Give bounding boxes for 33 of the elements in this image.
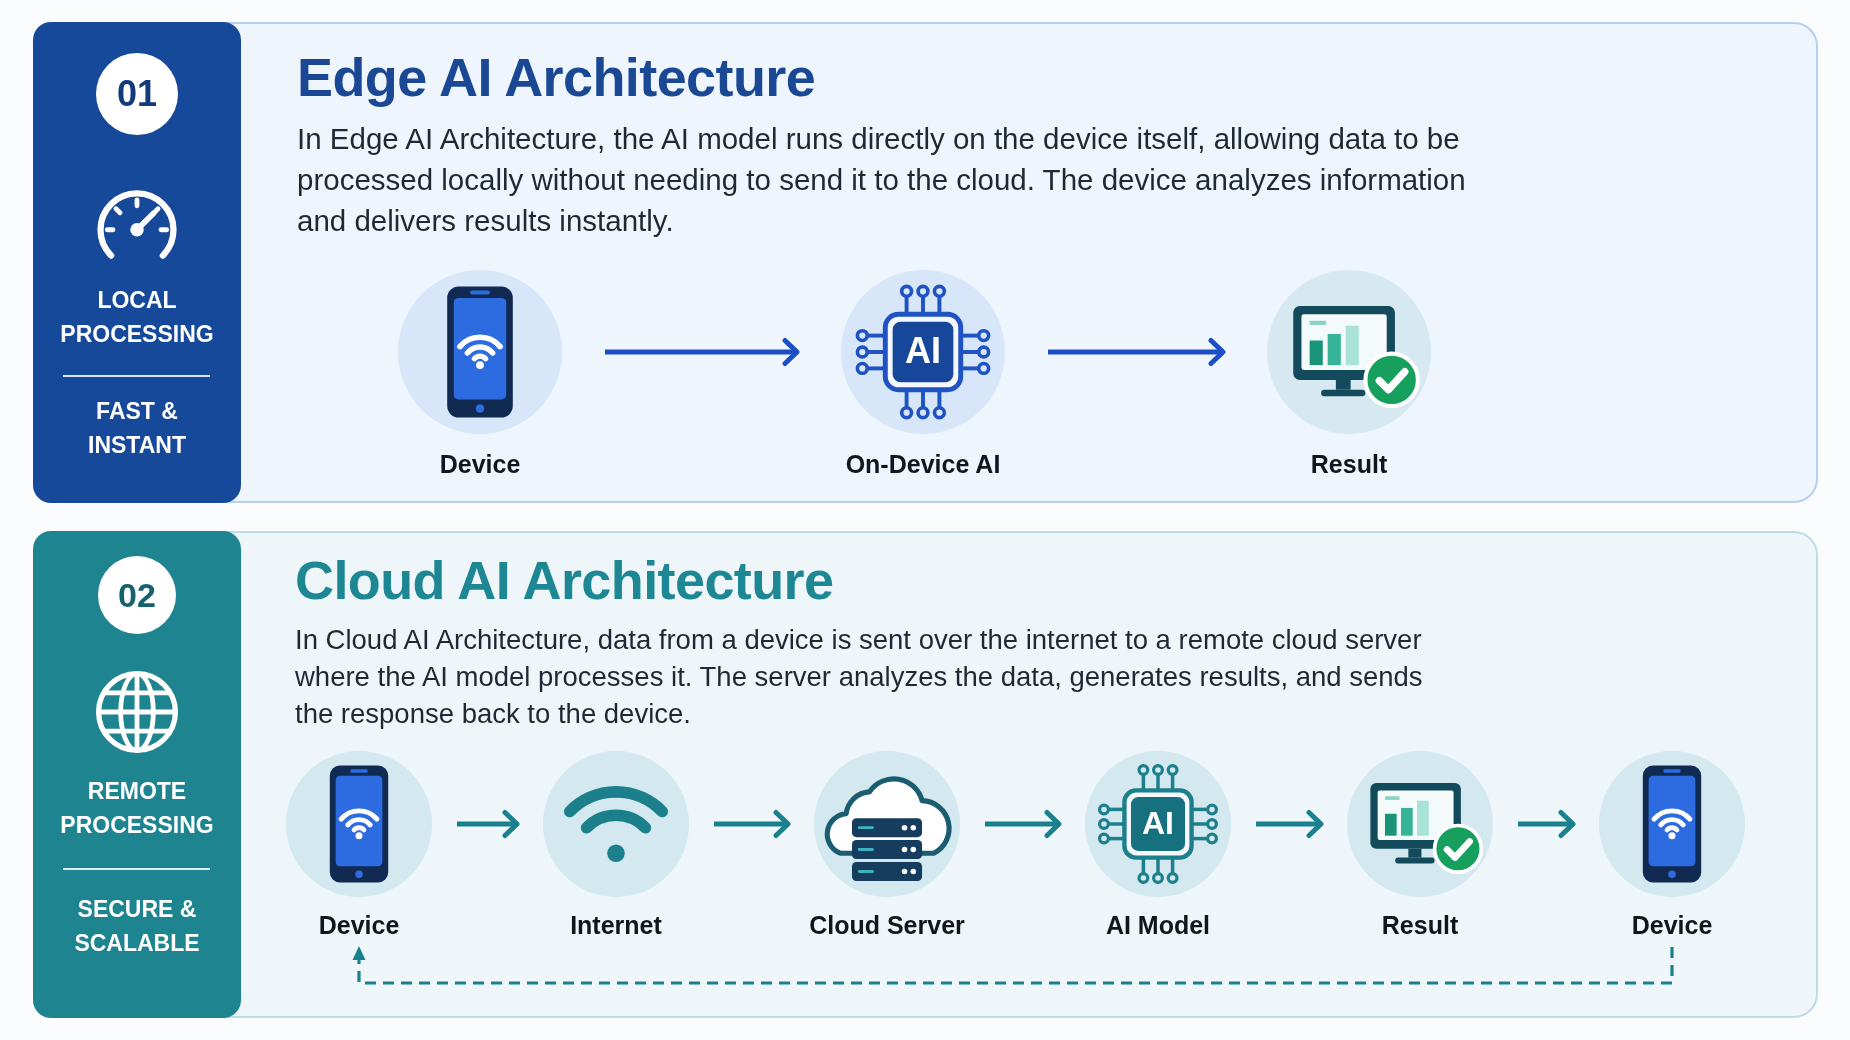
step-label: Device	[1631, 911, 1713, 939]
arrow	[1048, 338, 1226, 366]
step-label: Cloud Server	[809, 911, 965, 939]
arrow	[714, 810, 791, 838]
sidebar-panel	[33, 531, 241, 1018]
section-title: Cloud AI Architecture	[295, 549, 834, 611]
sidebar-heading: LOCAL PROCESSING	[59, 286, 215, 349]
arrow	[457, 810, 520, 838]
step-label: Internet	[570, 911, 662, 939]
sidebar-subheading: FAST & INSTANT	[87, 397, 187, 460]
step-label: On-Device AI	[845, 450, 1001, 478]
step-label: Result	[1381, 911, 1459, 939]
step-label: Result	[1310, 450, 1388, 478]
number-badge: 02	[98, 556, 176, 634]
step-label: AI Model	[1105, 911, 1211, 939]
arrow	[985, 810, 1062, 838]
arrow	[1256, 810, 1324, 838]
chip-label: AI	[905, 333, 941, 370]
number-badge: 01	[96, 53, 178, 135]
dashed-return-arrow	[352, 946, 1674, 985]
sidebar-panel	[33, 22, 241, 503]
section-description: In Edge AI Architecture, the AI model runs directly on the device itself, allowing data to be processed locally without needing to send it to the cloud. The device analyzes information and delivers results instantly.	[297, 121, 1467, 239]
chip-label: AI	[1142, 807, 1174, 840]
section-title: Edge AI Architecture	[297, 46, 816, 108]
sidebar-heading: REMOTE PROCESSING	[59, 777, 215, 840]
section-card	[33, 531, 1818, 1018]
section-description: In Cloud AI Architecture, data from a device is sent over the internet to a remote cloud server where the AI model processes it. The server analyzes the data, generates results, and sends the response back to the device.	[295, 623, 1424, 731]
arrow	[605, 338, 800, 366]
sidebar-subheading: SECURE & SCALABLE	[73, 895, 201, 958]
step-label: Device	[318, 911, 400, 939]
section-card	[33, 22, 1818, 503]
arrow	[1518, 810, 1576, 838]
step-label: Device	[439, 450, 521, 478]
